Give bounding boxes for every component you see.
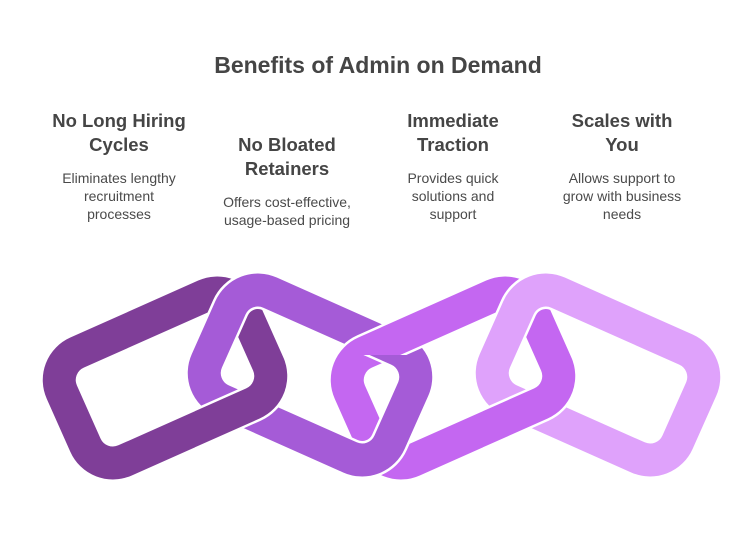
benefit-description-line: Offers cost-effective,: [223, 194, 351, 210]
benefit-description: Allows support to grow with business nee…: [537, 169, 707, 223]
benefit-heading-line: No Long Hiring: [52, 110, 186, 131]
benefit-description: Offers cost-effective, usage-based prici…: [202, 193, 372, 229]
benefit-description-line: needs: [602, 206, 642, 222]
benefit-heading-line: Immediate: [407, 110, 499, 131]
benefit-description-line: processes: [87, 206, 151, 222]
benefit-scales-with-you: Scales with You Allows support to grow w…: [537, 109, 707, 223]
benefit-description: Eliminates lengthy recruitment processes: [34, 169, 204, 223]
benefit-heading: No Bloated Retainers: [202, 133, 372, 181]
benefit-description-line: solutions and: [411, 188, 495, 204]
chain-link-ring: [340, 355, 430, 475]
chain-link-ring: [42, 276, 288, 480]
benefit-description-line: Eliminates lengthy: [62, 170, 176, 186]
benefit-heading-line: Traction: [417, 134, 489, 155]
chain-links: [40, 271, 723, 482]
benefit-description-line: Allows support to: [568, 170, 676, 186]
benefit-heading: Scales with You: [537, 109, 707, 157]
chain-link-4: [473, 271, 723, 479]
benefit-heading-line: No Bloated: [238, 134, 336, 155]
chain-link-overlap-body: [340, 355, 430, 475]
chain-link-overlap-2: [340, 355, 430, 475]
benefit-description-line: grow with business: [562, 188, 682, 204]
chain-link-1: [40, 274, 290, 482]
benefit-description-line: recruitment: [83, 188, 155, 204]
chain-link-ring: [330, 276, 576, 480]
benefit-heading: Immediate Traction: [368, 109, 538, 157]
benefit-description-line: usage-based pricing: [223, 212, 351, 228]
diagram-title: Benefits of Admin on Demand: [214, 52, 542, 78]
benefit-immediate-traction: Immediate Traction Provides quick soluti…: [368, 109, 538, 223]
benefit-no-bloated-retainers: No Bloated Retainers Offers cost-effecti…: [202, 133, 372, 229]
chain-link-ring: [475, 273, 721, 477]
chain-link-3: [328, 274, 578, 482]
benefit-description: Provides quick solutions and support: [368, 169, 538, 223]
benefit-heading: No Long Hiring Cycles: [34, 109, 204, 157]
benefit-description-line: Provides quick: [407, 170, 499, 186]
benefit-heading-line: Scales with: [571, 110, 673, 131]
benefit-no-long-hiring-cycles: No Long Hiring Cycles Eliminates lengthy…: [34, 109, 204, 223]
benefit-heading-line: Cycles: [89, 134, 149, 155]
benefit-description-line: support: [429, 206, 477, 222]
benefit-heading-line: Retainers: [244, 158, 330, 179]
benefit-heading-line: You: [605, 134, 639, 155]
